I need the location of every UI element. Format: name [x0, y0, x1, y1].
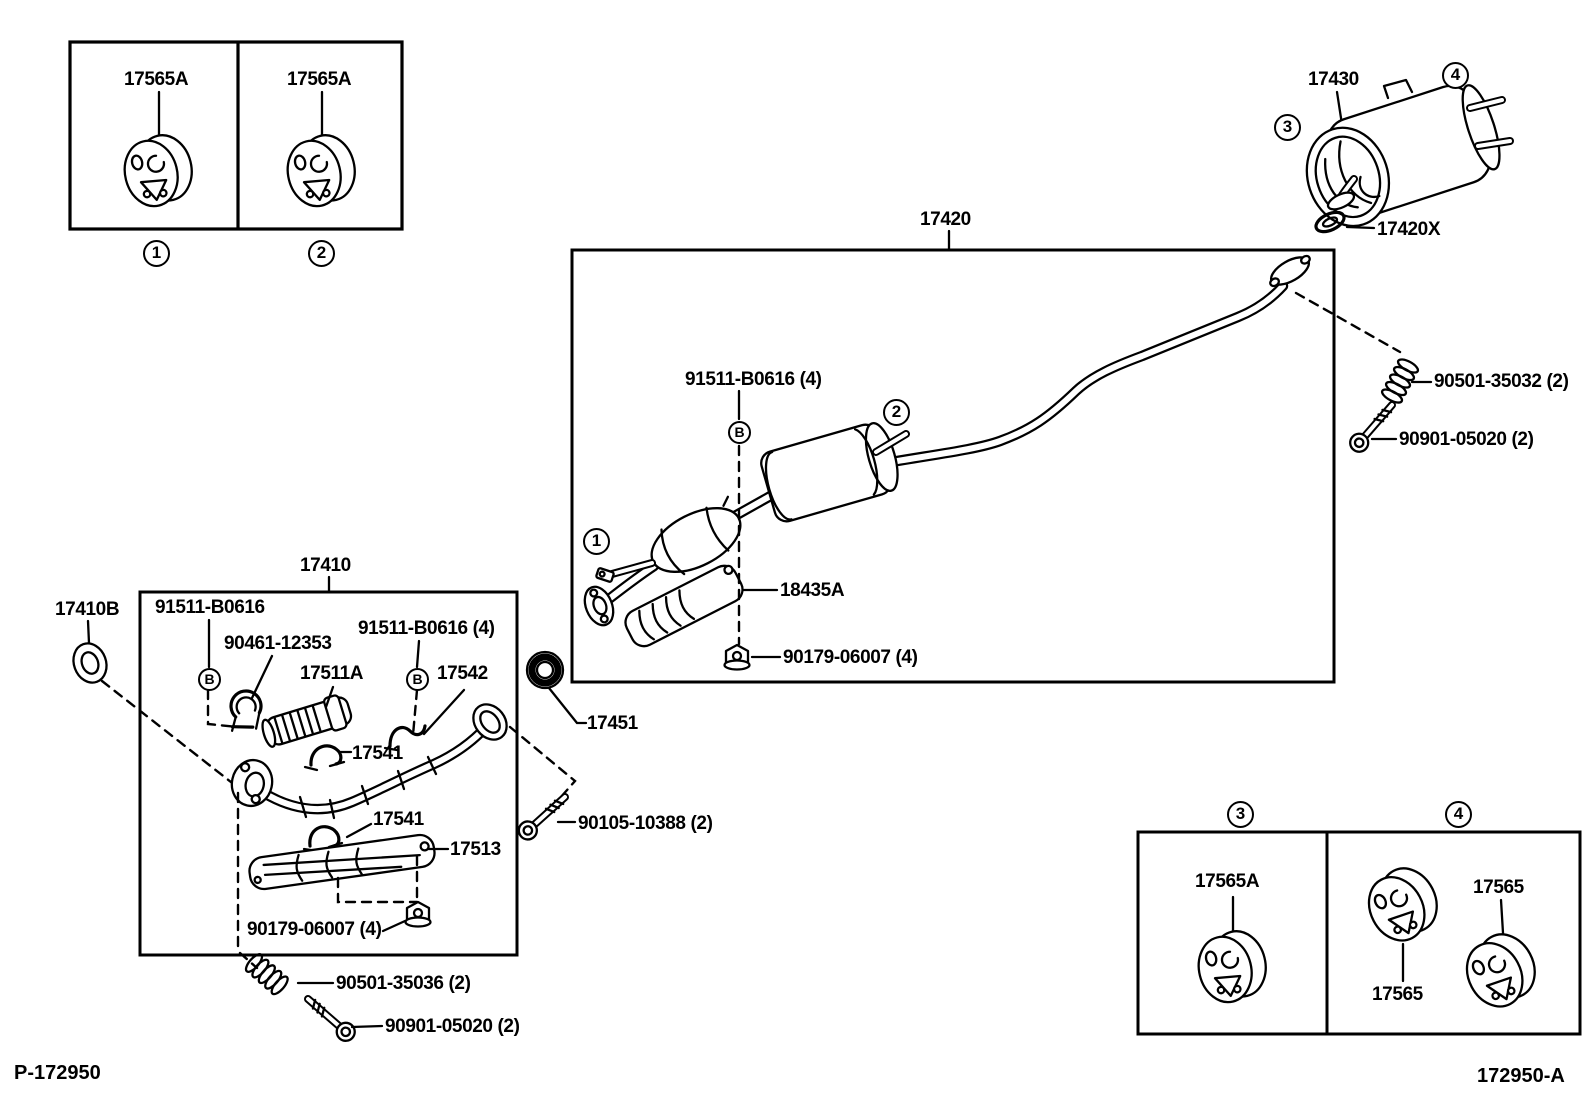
part-label-91511-b0616: 91511-B0616 [155, 597, 265, 618]
part-label-17565-2: 17565 [1372, 984, 1423, 1005]
part-label-18435a: 18435A [780, 580, 845, 601]
bolt-90105-drawing [515, 790, 577, 843]
part-label-17511a: 17511A [300, 663, 364, 684]
part-label-17410: 17410 [300, 555, 351, 576]
part-label-17513: 17513 [450, 839, 501, 860]
part-label-17541-upper: 17541 [352, 743, 403, 764]
clamp-drawing [229, 689, 263, 732]
part-label-17420: 17420 [920, 209, 971, 230]
part-label-91511-b0616-4-mid: 91511-B0616 (4) [685, 369, 822, 390]
callout-2-hangerbox: 2 [308, 240, 335, 267]
heat-shield-17513-drawing [248, 833, 436, 891]
part-label-90105-10388: 90105-10388 (2) [578, 813, 713, 834]
part-label-17542: 17542 [437, 663, 488, 684]
hanger-box-drawings [116, 90, 364, 213]
part-label-90179-06007-left: 90179-06007 (4) [247, 919, 382, 940]
figure-code-right: 172950-A [1477, 1065, 1565, 1087]
callout-b-frontpipe-2: B [406, 668, 429, 691]
figure-code-left: P-172950 [14, 1062, 101, 1084]
part-label-90901-05020-l: 90901-05020 (2) [385, 1016, 520, 1037]
ring-17451-drawing [525, 650, 588, 725]
part-label-90179-06007-mid: 90179-06007 (4) [783, 647, 918, 668]
part-label-17410b: 17410B [55, 599, 120, 620]
part-label-17565a-2: 17565A [287, 69, 352, 90]
part-label-17451: 17451 [587, 713, 638, 734]
callout-4-muffler: 4 [1442, 62, 1469, 89]
callout-1-centerpipe: 1 [583, 528, 610, 555]
part-label-90901-05020-r: 90901-05020 (2) [1399, 429, 1534, 450]
part-label-17565a-1: 17565A [124, 69, 189, 90]
part-label-90501-35036: 90501-35036 (2) [336, 973, 471, 994]
rear-fasteners-drawing [1294, 291, 1433, 455]
callout-2-centerpipe: 2 [883, 399, 910, 426]
part-label-17565-1: 17565 [1473, 877, 1524, 898]
part-label-17565a-3: 17565A [1195, 871, 1260, 892]
part-label-91511-b0616-4-left: 91511-B0616 (4) [358, 618, 495, 639]
hanger-box-2-drawings [1190, 853, 1552, 1022]
part-label-17430: 17430 [1308, 69, 1359, 90]
part-label-17420x: 17420X [1377, 219, 1441, 240]
gasket-17420x-drawing [1314, 210, 1346, 234]
callout-1-hangerbox: 1 [143, 240, 170, 267]
front-fasteners-drawing [242, 950, 384, 1045]
callout-3-hangerbox2: 3 [1227, 801, 1254, 828]
flex-pipe-drawing [261, 694, 353, 748]
part-label-90461-12353: 90461-12353 [224, 633, 332, 654]
front-pipe-assembly-drawing [72, 575, 577, 970]
callout-4-hangerbox2: 4 [1445, 801, 1472, 828]
part-label-17541-lower: 17541 [373, 809, 424, 830]
callout-b-frontpipe-1: B [198, 668, 221, 691]
callout-b-centerpipe: B [728, 421, 751, 444]
rear-muffler-drawing [1305, 78, 1514, 234]
center-pipe-assembly-drawing [583, 229, 1311, 671]
part-label-90501-35032: 90501-35032 (2) [1434, 371, 1569, 392]
callout-3-muffler: 3 [1274, 114, 1301, 141]
